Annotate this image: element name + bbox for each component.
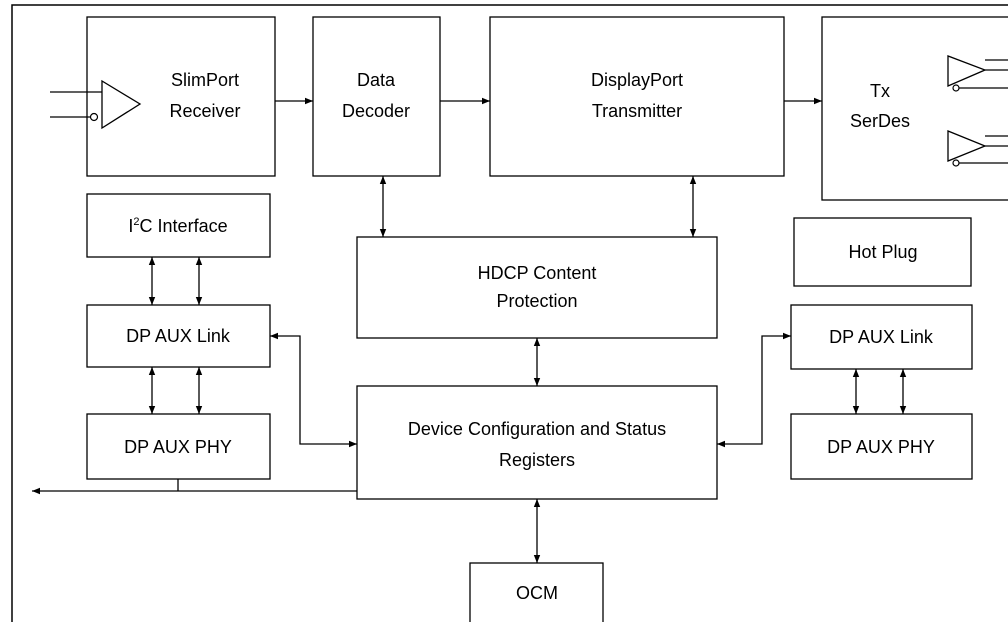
data-decoder-block: Data Decoder (312, 16, 441, 177)
right-auxlink-config-connector (717, 332, 791, 448)
displayport-transmitter-block: DisplayPort Transmitter (489, 16, 785, 177)
dp-aux-phy-right-block: DP AUX PHY (790, 413, 973, 480)
left-auxlink-config-connector (270, 332, 357, 448)
hdcp-block: HDCP Content Protection (356, 236, 718, 339)
i2c-interface-block: I2C Interface (86, 193, 271, 258)
dp-aux-phy-right-label: DP AUX PHY (827, 437, 935, 457)
dp-aux-phy-left-label: DP AUX PHY (124, 437, 232, 457)
data-decoder-line2: Decoder (342, 101, 410, 121)
displayport-transmitter-line2: Transmitter (592, 101, 682, 121)
tx-serdes-line2: SerDes (850, 111, 910, 131)
diagram-frame (11, 4, 1008, 622)
slimport-receiver-line2: Receiver (169, 101, 240, 121)
hdcp-line2: Protection (496, 291, 577, 311)
device-config-line2: Registers (499, 450, 575, 470)
tx-serdes-block: Tx SerDes (821, 16, 1008, 201)
i2c-interface-label: I2C Interface (128, 216, 227, 236)
tx-serdes-line1: Tx (870, 81, 890, 101)
dp-aux-link-left-block: DP AUX Link (86, 304, 271, 368)
receiver-input-buffer (50, 79, 142, 130)
hot-plug-label: Hot Plug (848, 242, 917, 262)
ocm-block: OCM (469, 562, 604, 622)
dp-aux-phy-left-block: DP AUX PHY (86, 413, 271, 480)
dp-aux-link-right-label: DP AUX Link (829, 327, 934, 347)
data-decoder-line1: Data (357, 70, 396, 90)
hot-plug-block: Hot Plug (793, 217, 972, 287)
dp-aux-link-right-block: DP AUX Link (790, 304, 973, 370)
device-config-block: Device Configuration and Status Register… (356, 385, 718, 500)
ocm-label: OCM (516, 583, 558, 603)
device-config-line1: Device Configuration and Status (408, 419, 666, 439)
slimport-receiver-line1: SlimPort (171, 70, 239, 90)
hdcp-line1: HDCP Content (478, 263, 597, 283)
dp-aux-link-left-label: DP AUX Link (126, 326, 231, 346)
displayport-transmitter-line1: DisplayPort (591, 70, 683, 90)
